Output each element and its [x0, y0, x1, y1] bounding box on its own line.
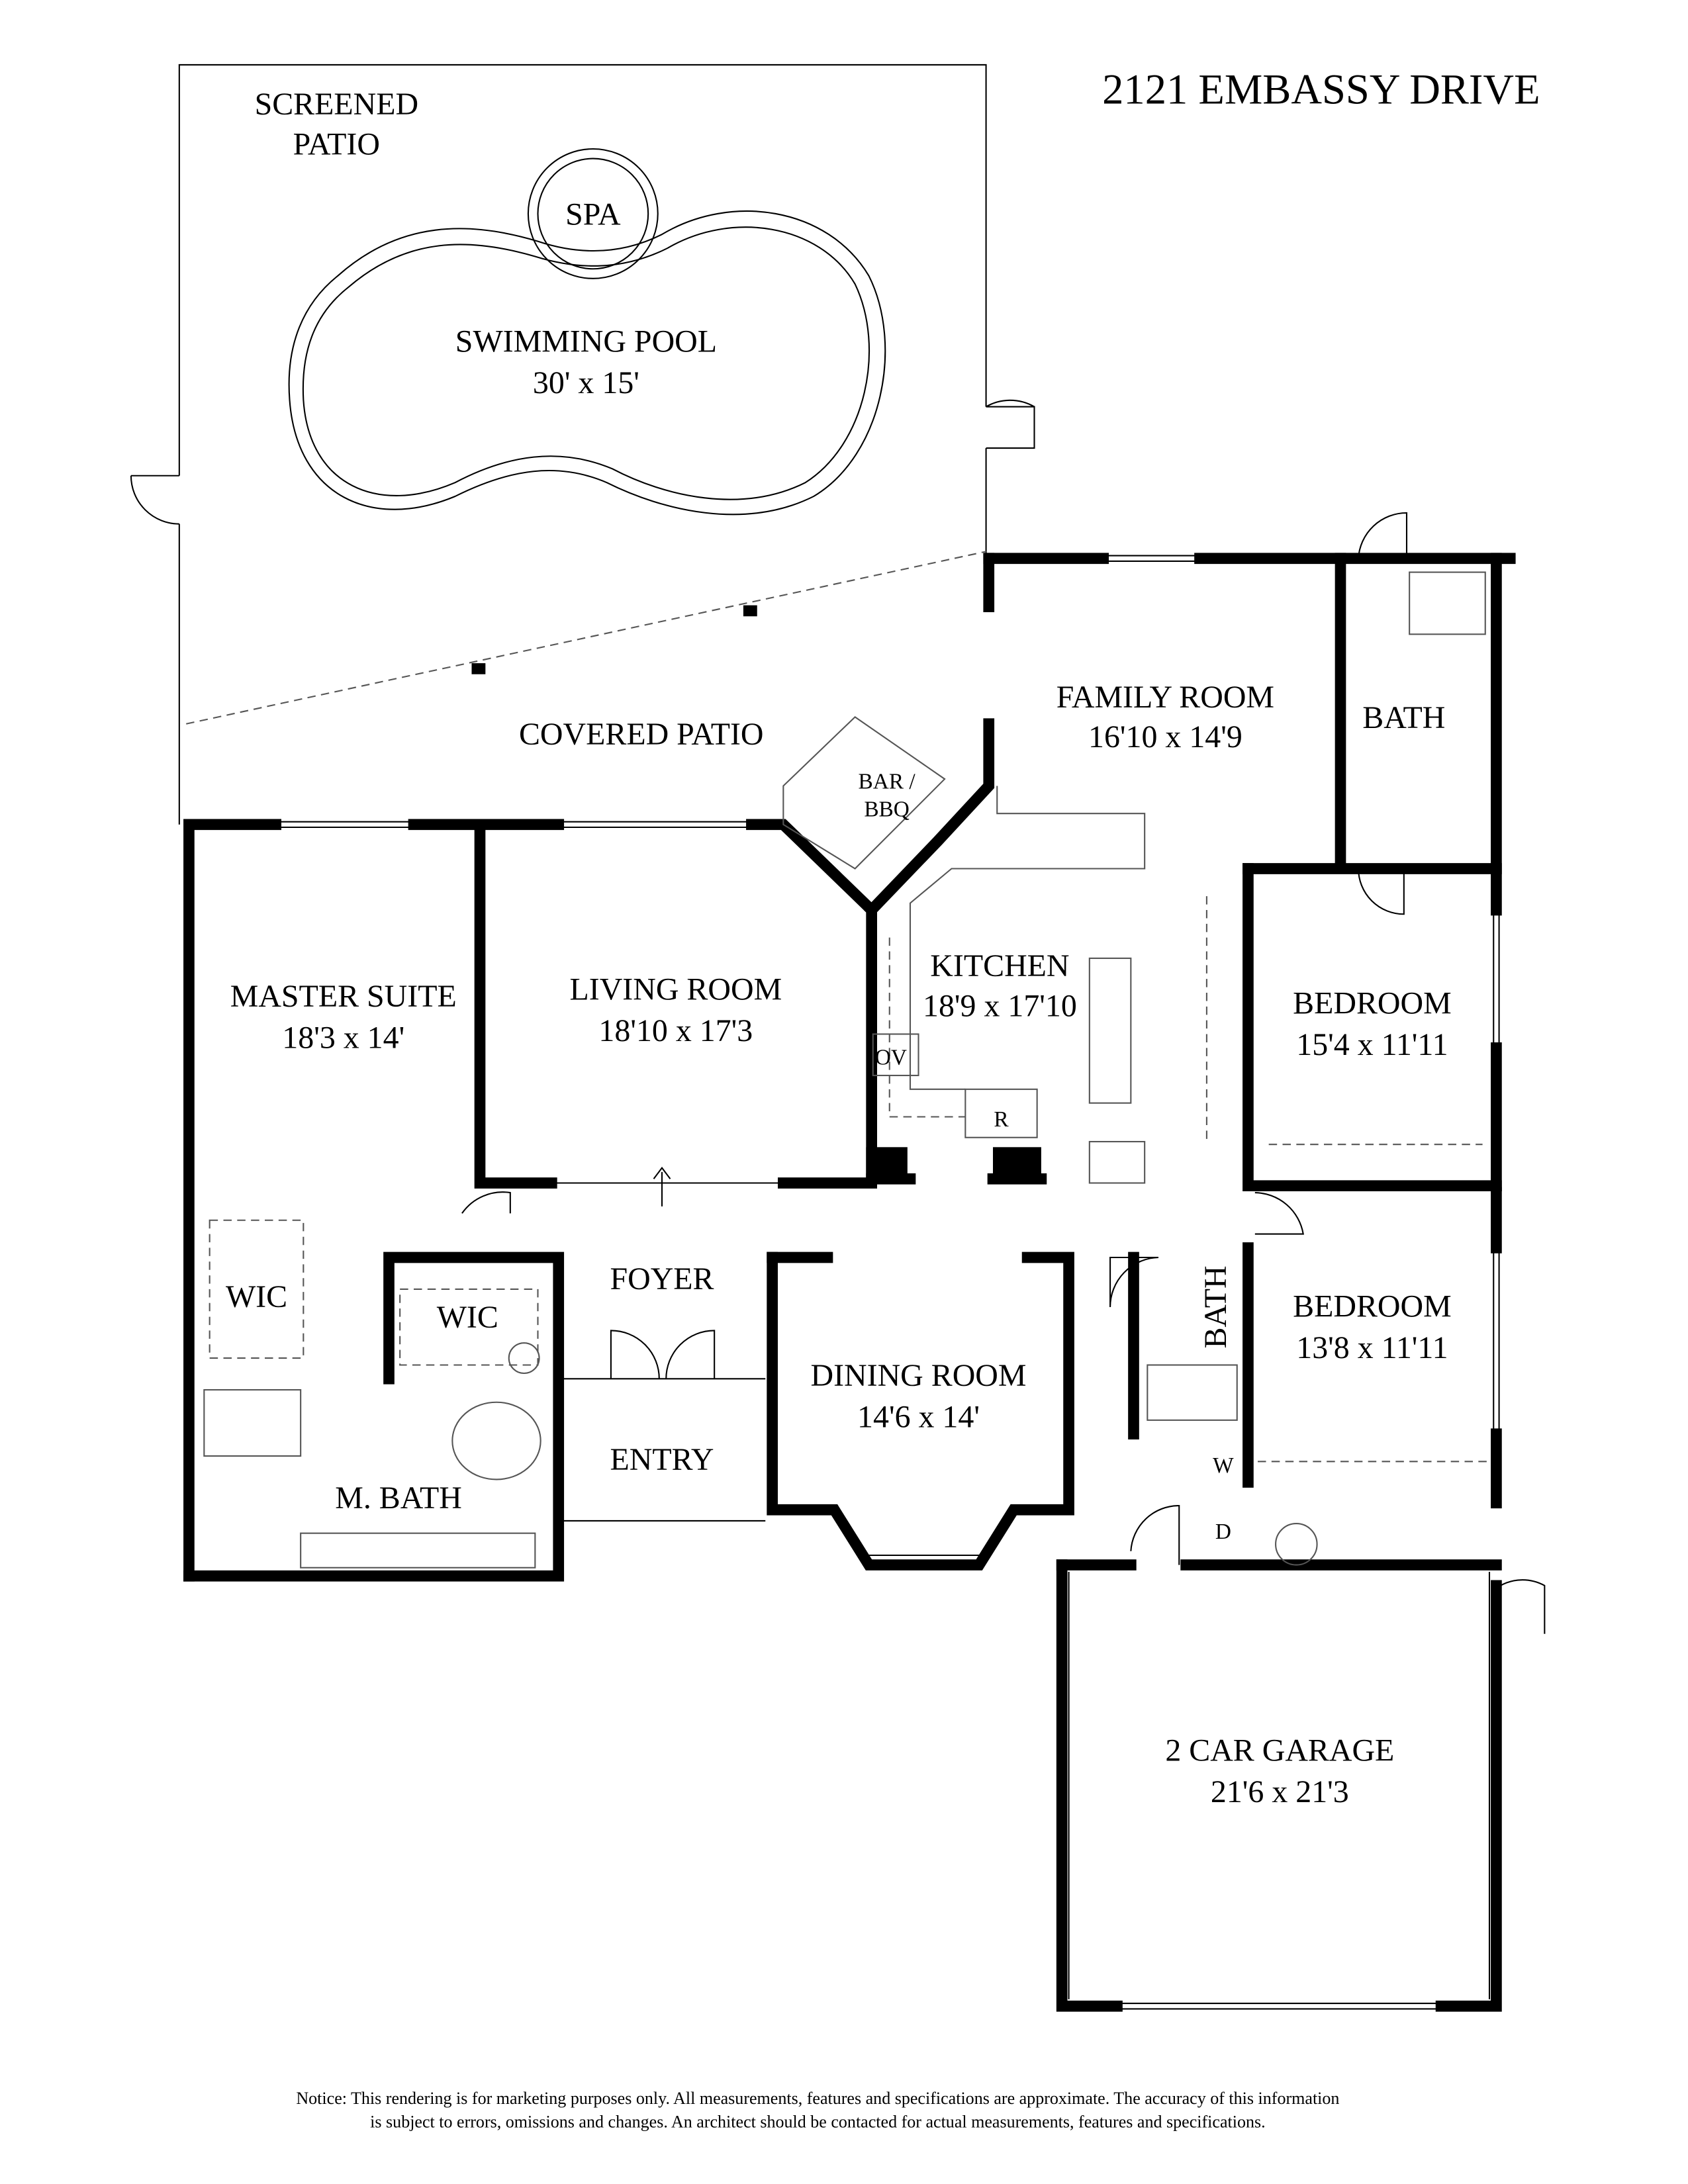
bedroom-1-label: BEDROOM: [1293, 985, 1452, 1021]
kitchen-size: 18'9 x 17'10: [923, 988, 1077, 1023]
dryer-label: D: [1215, 1520, 1231, 1544]
living-room-size: 18'10 x 17'3: [598, 1013, 753, 1048]
entry-label: ENTRY: [610, 1442, 714, 1477]
swimming-pool: [288, 210, 886, 516]
spa: [527, 148, 659, 279]
notice-line-1: Notice: This rendering is for marketing …: [296, 2089, 1339, 2108]
property-address-title: 2121 EMBASSY DRIVE: [1102, 65, 1540, 113]
garage-size: 21'6 x 21'3: [1211, 1774, 1349, 1809]
master-suite-label: MASTER SUITE: [230, 979, 457, 1014]
washer-label: W: [1213, 1453, 1234, 1478]
refrigerator-label: R: [994, 1107, 1009, 1132]
screened-patio-outline: [130, 64, 1035, 825]
pool-size: 30' x 15': [533, 365, 639, 400]
screened-patio-label-line2: PATIO: [293, 126, 380, 161]
bedroom-1-size: 15'4 x 11'11: [1296, 1027, 1448, 1062]
windows-and-fixtures: [203, 512, 1546, 2010]
notice-line-2: is subject to errors, omissions and chan…: [370, 2113, 1265, 2132]
bedroom-2-size: 13'8 x 11'11: [1296, 1330, 1448, 1365]
bar-label-line2: BBQ: [864, 797, 910, 821]
bar-label-line1: BAR /: [859, 770, 916, 794]
wic-1-label: WIC: [226, 1279, 287, 1314]
wic-2-label: WIC: [437, 1300, 498, 1335]
dining-room-label: DINING ROOM: [810, 1358, 1026, 1393]
family-room-label: FAMILY ROOM: [1056, 680, 1274, 715]
spa-label: SPA: [565, 197, 621, 232]
oven-label: OV: [875, 1045, 907, 1069]
room-labels: SCREENED PATIO SPA SWIMMING POOL 30' x 1…: [226, 87, 1452, 1809]
foyer-label: FOYER: [610, 1261, 714, 1297]
garage-label: 2 CAR GARAGE: [1165, 1733, 1394, 1768]
bath-2-label: BATH: [1198, 1265, 1233, 1348]
living-room-label: LIVING ROOM: [569, 972, 782, 1007]
exterior-walls: [183, 553, 1516, 2012]
master-bath-label: M. BATH: [335, 1480, 462, 1516]
pool-label: SWIMMING POOL: [455, 324, 717, 359]
bedroom-2-label: BEDROOM: [1293, 1289, 1452, 1324]
master-suite-size: 18'3 x 14': [282, 1020, 404, 1055]
family-room-size: 16'10 x 14'9: [1088, 719, 1243, 754]
dining-room-size: 14'6 x 14': [857, 1399, 980, 1434]
bath-label: BATH: [1362, 700, 1445, 735]
screened-patio-label-line1: SCREENED: [255, 87, 419, 122]
kitchen-label: KITCHEN: [930, 948, 1069, 983]
covered-patio-label: COVERED PATIO: [519, 717, 764, 752]
